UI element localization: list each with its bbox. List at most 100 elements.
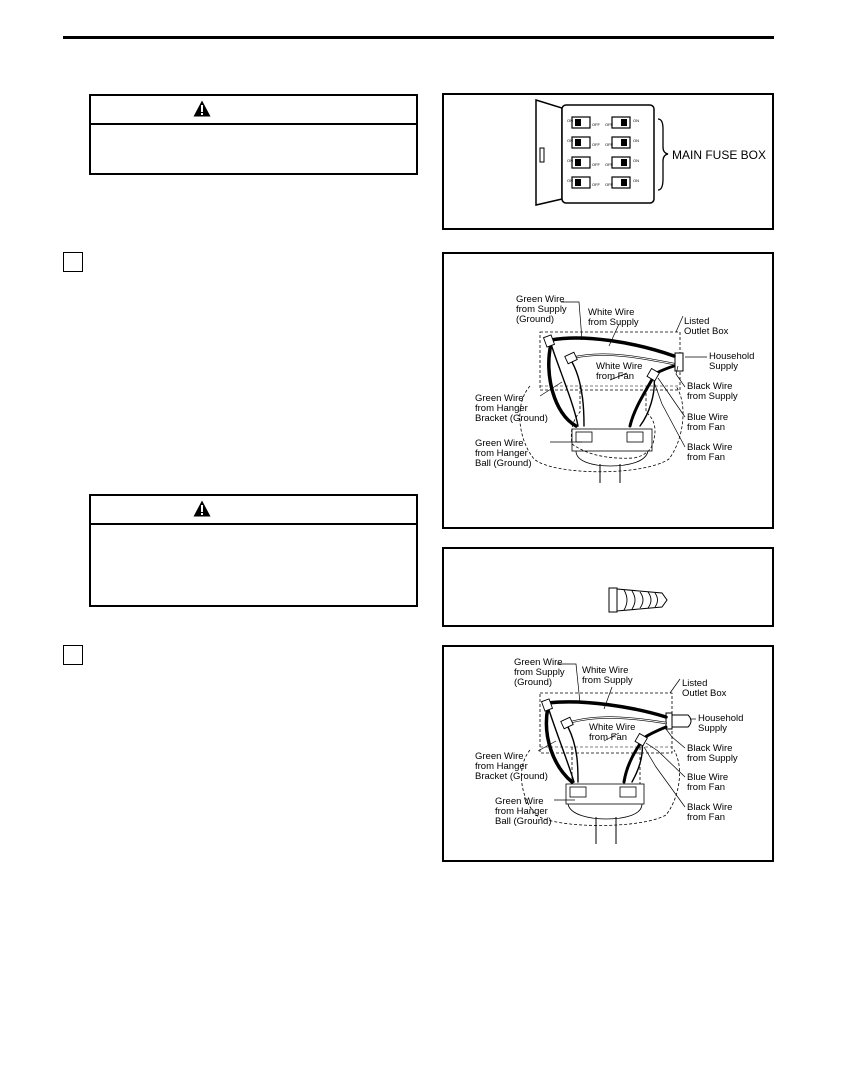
label-line: Supply — [698, 723, 727, 734]
label-line: Green Wire — [475, 438, 524, 449]
fuse-box-label: MAIN FUSE BOX — [672, 148, 766, 162]
breaker-on-label: ON — [633, 158, 639, 163]
wire-connector-icon — [608, 587, 668, 613]
label-line: Green Wire — [516, 294, 565, 305]
label-line: Outlet Box — [684, 326, 729, 337]
label-line: Blue Wire — [687, 412, 728, 423]
breaker-off-label: OFF — [592, 182, 601, 187]
wire-connectors — [540, 698, 648, 747]
label-line: from Fan — [589, 732, 627, 743]
label-line: from Fan — [687, 452, 725, 463]
breaker-on-label: ON — [633, 118, 639, 123]
label-line: Listed — [682, 678, 707, 689]
breaker-switch: ON OFF — [567, 116, 601, 129]
wires — [544, 700, 668, 784]
label-line: Bracket (Ground) — [475, 771, 548, 782]
breaker-off-label: OFF — [605, 162, 614, 167]
label-line: Outlet Box — [682, 688, 727, 699]
label-line: Black Wire — [687, 442, 732, 453]
label-line: from Supply — [516, 304, 567, 315]
label-line: White Wire — [582, 665, 628, 676]
label-line: from Supply — [514, 667, 565, 678]
breaker-off-label: OFF — [592, 142, 601, 147]
label-line: from Hanger — [475, 761, 528, 772]
label-line: Listed — [684, 316, 709, 327]
label-line: from Fan — [687, 422, 725, 433]
warning-box-1 — [89, 94, 418, 175]
breaker-switch: ON OFF — [567, 136, 601, 149]
step-box-1 — [63, 252, 83, 272]
label-line: Green Wire — [475, 751, 524, 762]
breaker-off-label: OFF — [605, 142, 614, 147]
breaker-on-label: ON — [567, 118, 573, 123]
label-line: White Wire — [589, 722, 635, 733]
fan-canopy — [519, 385, 684, 483]
warning-triangle-icon — [193, 500, 211, 517]
breaker-on-label: ON — [567, 158, 573, 163]
label-line: from Hanger — [475, 403, 528, 414]
label-line: from Supply — [588, 317, 639, 328]
label-line: Household — [698, 713, 743, 724]
label-line: (Ground) — [516, 314, 554, 325]
label-line: (Ground) — [514, 677, 552, 688]
breaker-switch: ON OFF — [567, 156, 601, 169]
wire-connectors — [542, 334, 660, 382]
label-line: from Fan — [596, 371, 634, 382]
breaker-on-label: ON — [567, 178, 573, 183]
breaker-off-label: OFF — [592, 122, 601, 127]
breaker-on-label: ON — [633, 138, 639, 143]
breaker-off-label: OFF — [605, 182, 614, 187]
wires — [547, 336, 676, 428]
fan-canopy — [521, 747, 680, 844]
breaker-switch: ON OFF — [605, 136, 639, 149]
label-line: Green Wire — [475, 393, 524, 404]
breaker-off-label: OFF — [592, 162, 601, 167]
label-line: Black Wire — [687, 381, 732, 392]
supply-cable — [665, 712, 692, 730]
warning-triangle-icon — [193, 100, 211, 117]
label-line: Blue Wire — [687, 772, 728, 783]
leader-lines — [539, 301, 707, 448]
breaker-on-label: ON — [567, 138, 573, 143]
label-line: Ball (Ground) — [495, 816, 552, 827]
label-line: Ball (Ground) — [475, 458, 532, 469]
breaker-on-label: ON — [633, 178, 639, 183]
label-line: Household — [709, 351, 754, 362]
supply-cable — [674, 352, 684, 372]
label-line: from Supply — [582, 675, 633, 686]
warning-header — [91, 96, 416, 125]
breaker-switch: ON OFF — [605, 156, 639, 169]
label-line: from Supply — [687, 391, 738, 402]
leader-lines — [537, 663, 696, 808]
outlet-box — [539, 331, 681, 391]
warning-header — [91, 496, 416, 525]
label-line: Green Wire — [495, 796, 544, 807]
label-line: from Hanger — [475, 448, 528, 459]
label-line: Green Wire — [514, 657, 563, 668]
label-line: White Wire — [588, 307, 634, 318]
label-line: from Hanger — [495, 806, 548, 817]
label-line: Black Wire — [687, 743, 732, 754]
label-line: White Wire — [596, 361, 642, 372]
